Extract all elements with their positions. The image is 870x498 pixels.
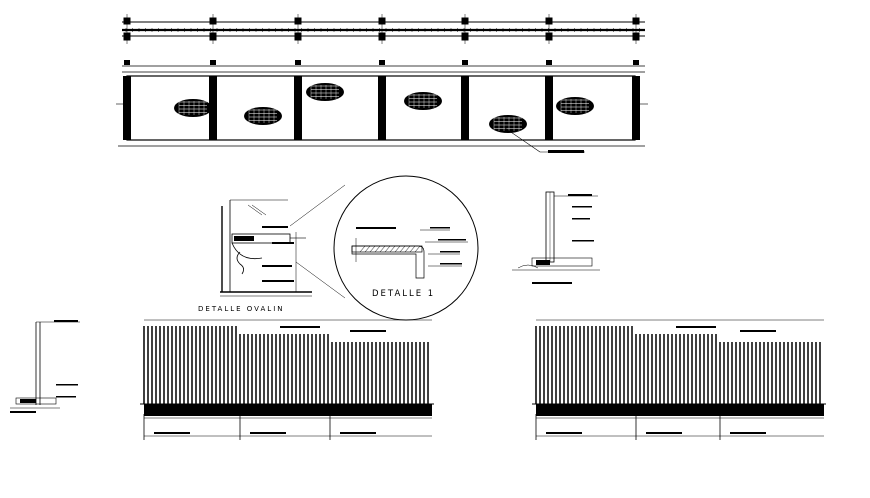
top-plan-posts	[123, 14, 640, 44]
ovalin-section-label: DETALLE OVALIN	[198, 305, 285, 313]
detail-1-label: DETALLE 1	[372, 289, 435, 299]
right-fence-elevation	[532, 319, 826, 440]
panel-elevation	[116, 60, 648, 153]
detail-circle: DETALLE 1	[333, 175, 479, 321]
column-detail	[512, 191, 600, 284]
top-plan-view	[122, 14, 645, 44]
left-small-detail	[10, 320, 80, 413]
ovalin-section: DETALLE OVALIN	[198, 184, 346, 313]
top-plan-ticks	[125, 28, 640, 32]
left-fence-elevation	[140, 319, 434, 440]
